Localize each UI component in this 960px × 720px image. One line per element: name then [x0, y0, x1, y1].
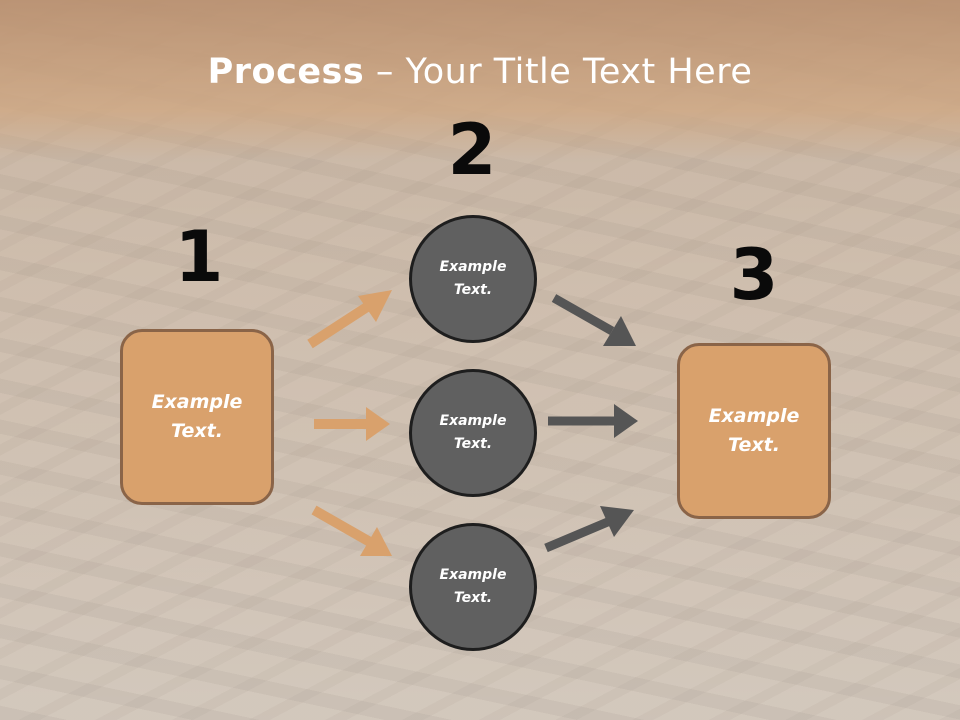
- slide-title: Process – Your Title Text Here: [0, 52, 960, 92]
- orange-arrow-middle: [314, 407, 390, 441]
- process-circle-bottom: Example Text.: [409, 523, 537, 651]
- left-box-text: Example Text.: [151, 391, 243, 442]
- process-circle-middle: Example Text.: [409, 369, 537, 497]
- gray-arrow-middle: [548, 404, 638, 438]
- step-number-1: 1: [174, 216, 224, 298]
- gray-arrow-down: [551, 294, 636, 346]
- circle-bottom-text: Example Text.: [439, 567, 507, 606]
- step-number-3: 3: [729, 234, 779, 316]
- title-rest: – Your Title Text Here: [364, 52, 753, 92]
- circle-top-text: Example Text.: [439, 259, 507, 298]
- step-number-2: 2: [447, 109, 497, 191]
- right-process-box: Example Text.: [677, 343, 831, 519]
- orange-arrow-up: [307, 290, 392, 349]
- right-box-text: Example Text.: [708, 405, 800, 456]
- process-circle-top: Example Text.: [409, 215, 537, 343]
- gray-arrow-up: [544, 506, 634, 553]
- title-bold: Process: [207, 52, 365, 92]
- orange-arrow-down: [311, 505, 392, 556]
- circle-middle-text: Example Text.: [439, 413, 507, 452]
- left-process-box: Example Text.: [120, 329, 274, 505]
